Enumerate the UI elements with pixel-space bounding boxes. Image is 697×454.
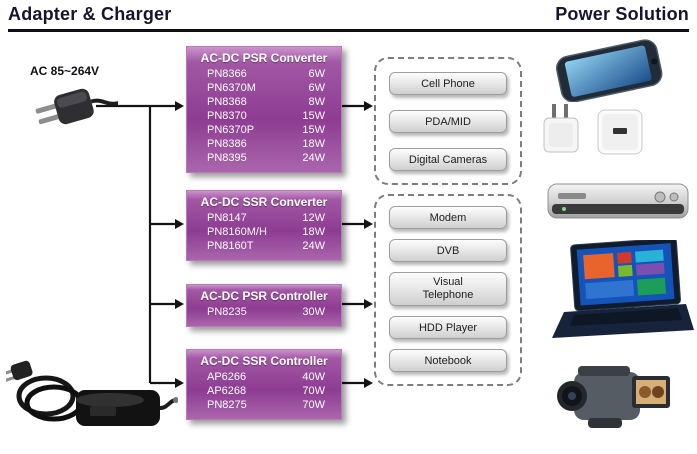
part-row: AP6268 70W	[187, 384, 341, 398]
part-number: PN8395	[207, 152, 247, 164]
device-notebook: Notebook	[389, 349, 507, 372]
part-row: PN8395 24W	[187, 151, 341, 165]
part-number: PN8160T	[207, 240, 254, 252]
part-number: PN8386	[207, 138, 247, 150]
part-number: PN8275	[207, 399, 247, 411]
device-group-mobile: Cell Phone PDA/MID Digital Cameras	[374, 57, 522, 185]
header-divider	[8, 29, 689, 32]
header: Adapter & Charger Power Solution	[8, 4, 689, 25]
box-title: AC-DC SSR Controller	[200, 354, 328, 368]
part-number: PN8370	[207, 110, 247, 122]
device-pda-mid: PDA/MID	[389, 110, 507, 133]
part-power: 30W	[302, 306, 325, 318]
page-title-left: Adapter & Charger	[8, 4, 172, 24]
part-row: PN8160T 24W	[187, 239, 341, 253]
part-number: PN6370P	[207, 124, 255, 136]
part-power: 12W	[302, 212, 325, 224]
ac-input-label: AC 85~264V	[30, 64, 100, 78]
box-psr-converter: AC-DC PSR Converter PN8366 6W PN6370M 6W P…	[186, 46, 342, 173]
part-power: 40W	[302, 371, 325, 383]
box-title: AC-DC SSR Converter	[200, 195, 328, 209]
part-number: PN8235	[207, 306, 247, 318]
laptop-photo	[552, 240, 694, 338]
box-title: AC-DC PSR Converter	[200, 51, 328, 65]
set-top-box-photo	[547, 183, 689, 219]
part-row: PN8386 18W	[187, 137, 341, 151]
device-visual-telephone: Visual Telephone	[389, 272, 507, 306]
part-row: PN8160M/H 18W	[187, 225, 341, 239]
part-number: AP6266	[207, 371, 247, 383]
device-hdd-player: HDD Player	[389, 316, 507, 339]
part-row: PN8147 12W	[187, 211, 341, 225]
part-row: PN6370M 6W	[187, 81, 341, 95]
device-digital-cameras: Digital Cameras	[389, 148, 507, 171]
part-row: PN8366 6W	[187, 67, 341, 81]
device-group-home: Modem DVB Visual Telephone HDD Player No…	[374, 194, 522, 386]
part-number: PN8366	[207, 68, 247, 80]
part-row: AP6266 40W	[187, 370, 341, 384]
part-number: AP6268	[207, 385, 247, 397]
usb-chargers-photo	[543, 104, 643, 155]
box-ssr-controller: AC-DC SSR Controller AP6266 40W AP6268 70W…	[186, 349, 342, 420]
part-power: 15W	[302, 110, 325, 122]
box-title: AC-DC PSR Controller	[200, 289, 328, 303]
power-adapter-photo	[6, 360, 178, 426]
part-power: 18W	[302, 226, 325, 238]
part-power: 70W	[302, 385, 325, 397]
part-row: PN8235 30W	[187, 305, 341, 319]
part-number: PN8160M/H	[207, 226, 267, 238]
device-dvb: DVB	[389, 239, 507, 262]
page-title-right: Power Solution	[555, 4, 689, 24]
part-row: PN8275 70W	[187, 398, 341, 412]
part-power: 6W	[308, 68, 326, 80]
part-row: PN6370P 15W	[187, 123, 341, 137]
part-power: 24W	[302, 152, 325, 164]
part-row: PN8368 8W	[187, 95, 341, 109]
part-power: 18W	[302, 138, 325, 150]
part-power: 15W	[302, 124, 325, 136]
part-row: PN8370 15W	[187, 109, 341, 123]
part-power: 24W	[302, 240, 325, 252]
part-power: 70W	[302, 399, 325, 411]
ac-plug-icon	[35, 88, 118, 125]
part-power: 8W	[308, 96, 326, 108]
smartphone-photo	[556, 39, 663, 102]
box-psr-controller: AC-DC PSR Controller PN8235 30W	[186, 284, 342, 327]
part-number: PN8147	[207, 212, 247, 224]
part-power: 6W	[308, 82, 326, 94]
box-ssr-converter: AC-DC SSR Converter PN8147 12W PN8160M/H 1…	[186, 190, 342, 261]
device-cell-phone: Cell Phone	[389, 72, 507, 95]
camcorder-photo	[557, 366, 670, 428]
part-number: PN6370M	[207, 82, 256, 94]
part-number: PN8368	[207, 96, 247, 108]
device-modem: Modem	[389, 206, 507, 229]
